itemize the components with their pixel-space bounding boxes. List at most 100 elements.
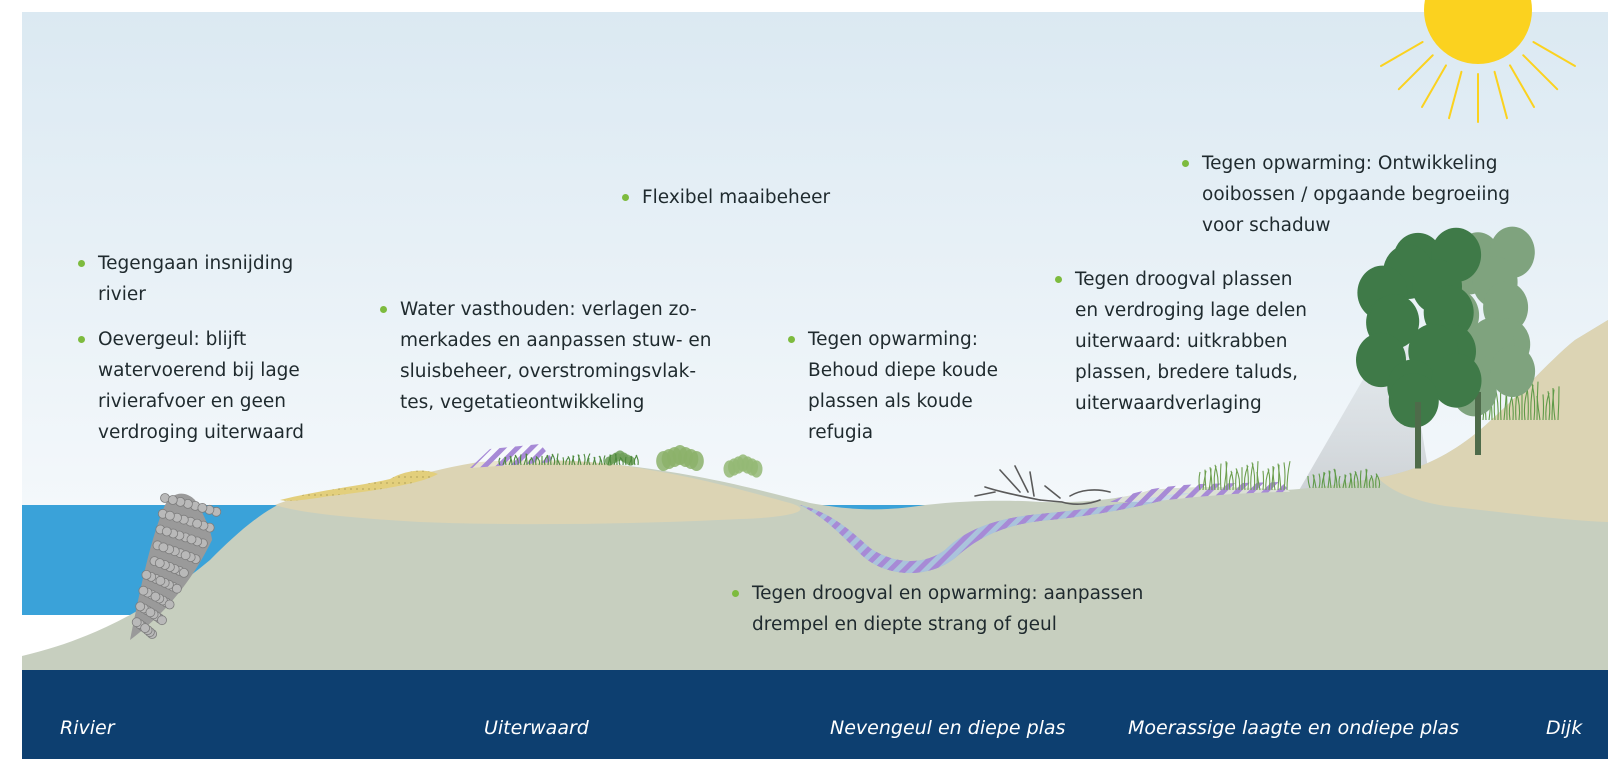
reed: [571, 455, 575, 466]
rock: [141, 570, 152, 580]
annotation-line: voor schaduw: [1202, 215, 1331, 236]
rock: [167, 495, 178, 505]
reed-icon: [1198, 461, 1291, 491]
reed: [1370, 474, 1374, 489]
rock: [180, 550, 191, 561]
reed: [1283, 462, 1286, 491]
leaf-cluster: [1490, 345, 1536, 398]
rock: [157, 615, 167, 626]
reed: [583, 453, 586, 466]
reed: [1230, 470, 1234, 491]
bullet-icon: [1182, 160, 1189, 167]
annotation-maaibeheer: Flexibel maaibeheer: [622, 182, 831, 213]
shrub-icon: [656, 445, 704, 471]
reed: [1551, 389, 1555, 421]
bullet-icon: [380, 306, 387, 313]
reed: [1359, 470, 1362, 489]
reed: [624, 456, 627, 466]
annotation-line: merkades en aanpassen stuw- en: [400, 330, 712, 351]
annotation-line: ooibossen / opgaande begroeiing: [1202, 184, 1510, 205]
reed: [586, 453, 591, 466]
reed: [509, 455, 513, 466]
reed: [1246, 464, 1249, 491]
annotation-line: Tegen droogval en opwarming: aanpassen: [752, 583, 1144, 604]
reed: [1375, 473, 1381, 489]
reed: [1342, 475, 1347, 489]
reed: [502, 457, 507, 466]
reed: [1327, 471, 1331, 489]
rock: [155, 575, 166, 586]
rock: [135, 601, 146, 612]
bullet-icon: [788, 336, 795, 343]
reed: [546, 454, 549, 466]
reed: [1286, 461, 1291, 491]
shrub-blob: [750, 460, 763, 478]
reed: [1318, 473, 1321, 489]
shrub-icon: [723, 454, 763, 478]
rock: [138, 585, 149, 596]
reed-icon: [498, 453, 639, 466]
reed: [1251, 462, 1256, 491]
rock: [164, 599, 175, 610]
reed: [1333, 468, 1338, 489]
bullet-icon: [622, 194, 629, 201]
legend-band: [22, 670, 1608, 759]
annotation-line: drempel en diepte strang of geul: [752, 614, 1057, 635]
reed: [504, 456, 507, 466]
annotation-line: Oevergeul: blijft: [98, 329, 247, 350]
annotation-line: verdroging uiterwaard: [98, 422, 305, 443]
rock: [186, 534, 197, 545]
reed: [1235, 468, 1241, 491]
rock: [158, 542, 169, 553]
rock: [171, 583, 182, 594]
reed: [1272, 465, 1276, 491]
annotation-oevergeul: Oevergeul: blijft watervoerend bij lage …: [78, 324, 305, 448]
annotation-line: sluisbeheer, overstromingsvlak-: [400, 361, 697, 382]
annotation-line: uiterwaard: uitkrabben: [1075, 331, 1288, 352]
lowering-hatch-left: [470, 444, 555, 468]
annotation-line: Flexibel maaibeheer: [642, 187, 831, 208]
annotation-line: Tegen opwarming:: [808, 329, 978, 350]
sun-ray: [1532, 41, 1576, 67]
reed: [1547, 391, 1551, 421]
reed: [523, 453, 528, 466]
reed: [1557, 386, 1560, 421]
reed: [572, 455, 576, 466]
reed: [614, 453, 618, 466]
reed: [1344, 474, 1347, 489]
annotation-droogval-plassen: Tegen droogval plassen en verdroging lag…: [1055, 264, 1307, 419]
sun-icon: [1380, 0, 1576, 123]
rock: [197, 502, 208, 513]
zone-label-rivier: Rivier: [60, 717, 115, 739]
reed: [1219, 463, 1222, 491]
shrub-blob: [689, 451, 704, 471]
sun-ray: [1380, 41, 1424, 67]
reed: [598, 455, 603, 466]
reed: [1328, 470, 1332, 489]
reed: [1321, 472, 1326, 489]
reed: [514, 454, 519, 466]
reed: [1223, 462, 1228, 491]
zone-label-uiterwaard: Uiterwaard: [484, 717, 589, 739]
reed: [630, 455, 633, 466]
reed: [1365, 468, 1368, 489]
dead-tree-icon: [974, 465, 1111, 505]
dike-slope: [1378, 320, 1608, 522]
reed: [1277, 463, 1282, 491]
reed: [588, 457, 591, 466]
annotation-insnijding: Tegengaan insnijding rivier: [78, 248, 294, 310]
annotation-line: Tegengaan insnijding: [98, 253, 294, 274]
bullet-icon: [78, 260, 85, 267]
reed: [1202, 470, 1207, 491]
reed: [551, 453, 556, 466]
rock: [154, 558, 165, 568]
tree-trunk: [1475, 392, 1481, 455]
reed: [1271, 467, 1275, 491]
reed: [562, 457, 565, 466]
rock: [192, 518, 203, 529]
annotation-line: en verdroging lage delen: [1075, 300, 1307, 321]
reed: [1552, 387, 1556, 421]
reed: [1256, 471, 1261, 491]
reed: [567, 456, 571, 466]
rock: [150, 591, 161, 602]
